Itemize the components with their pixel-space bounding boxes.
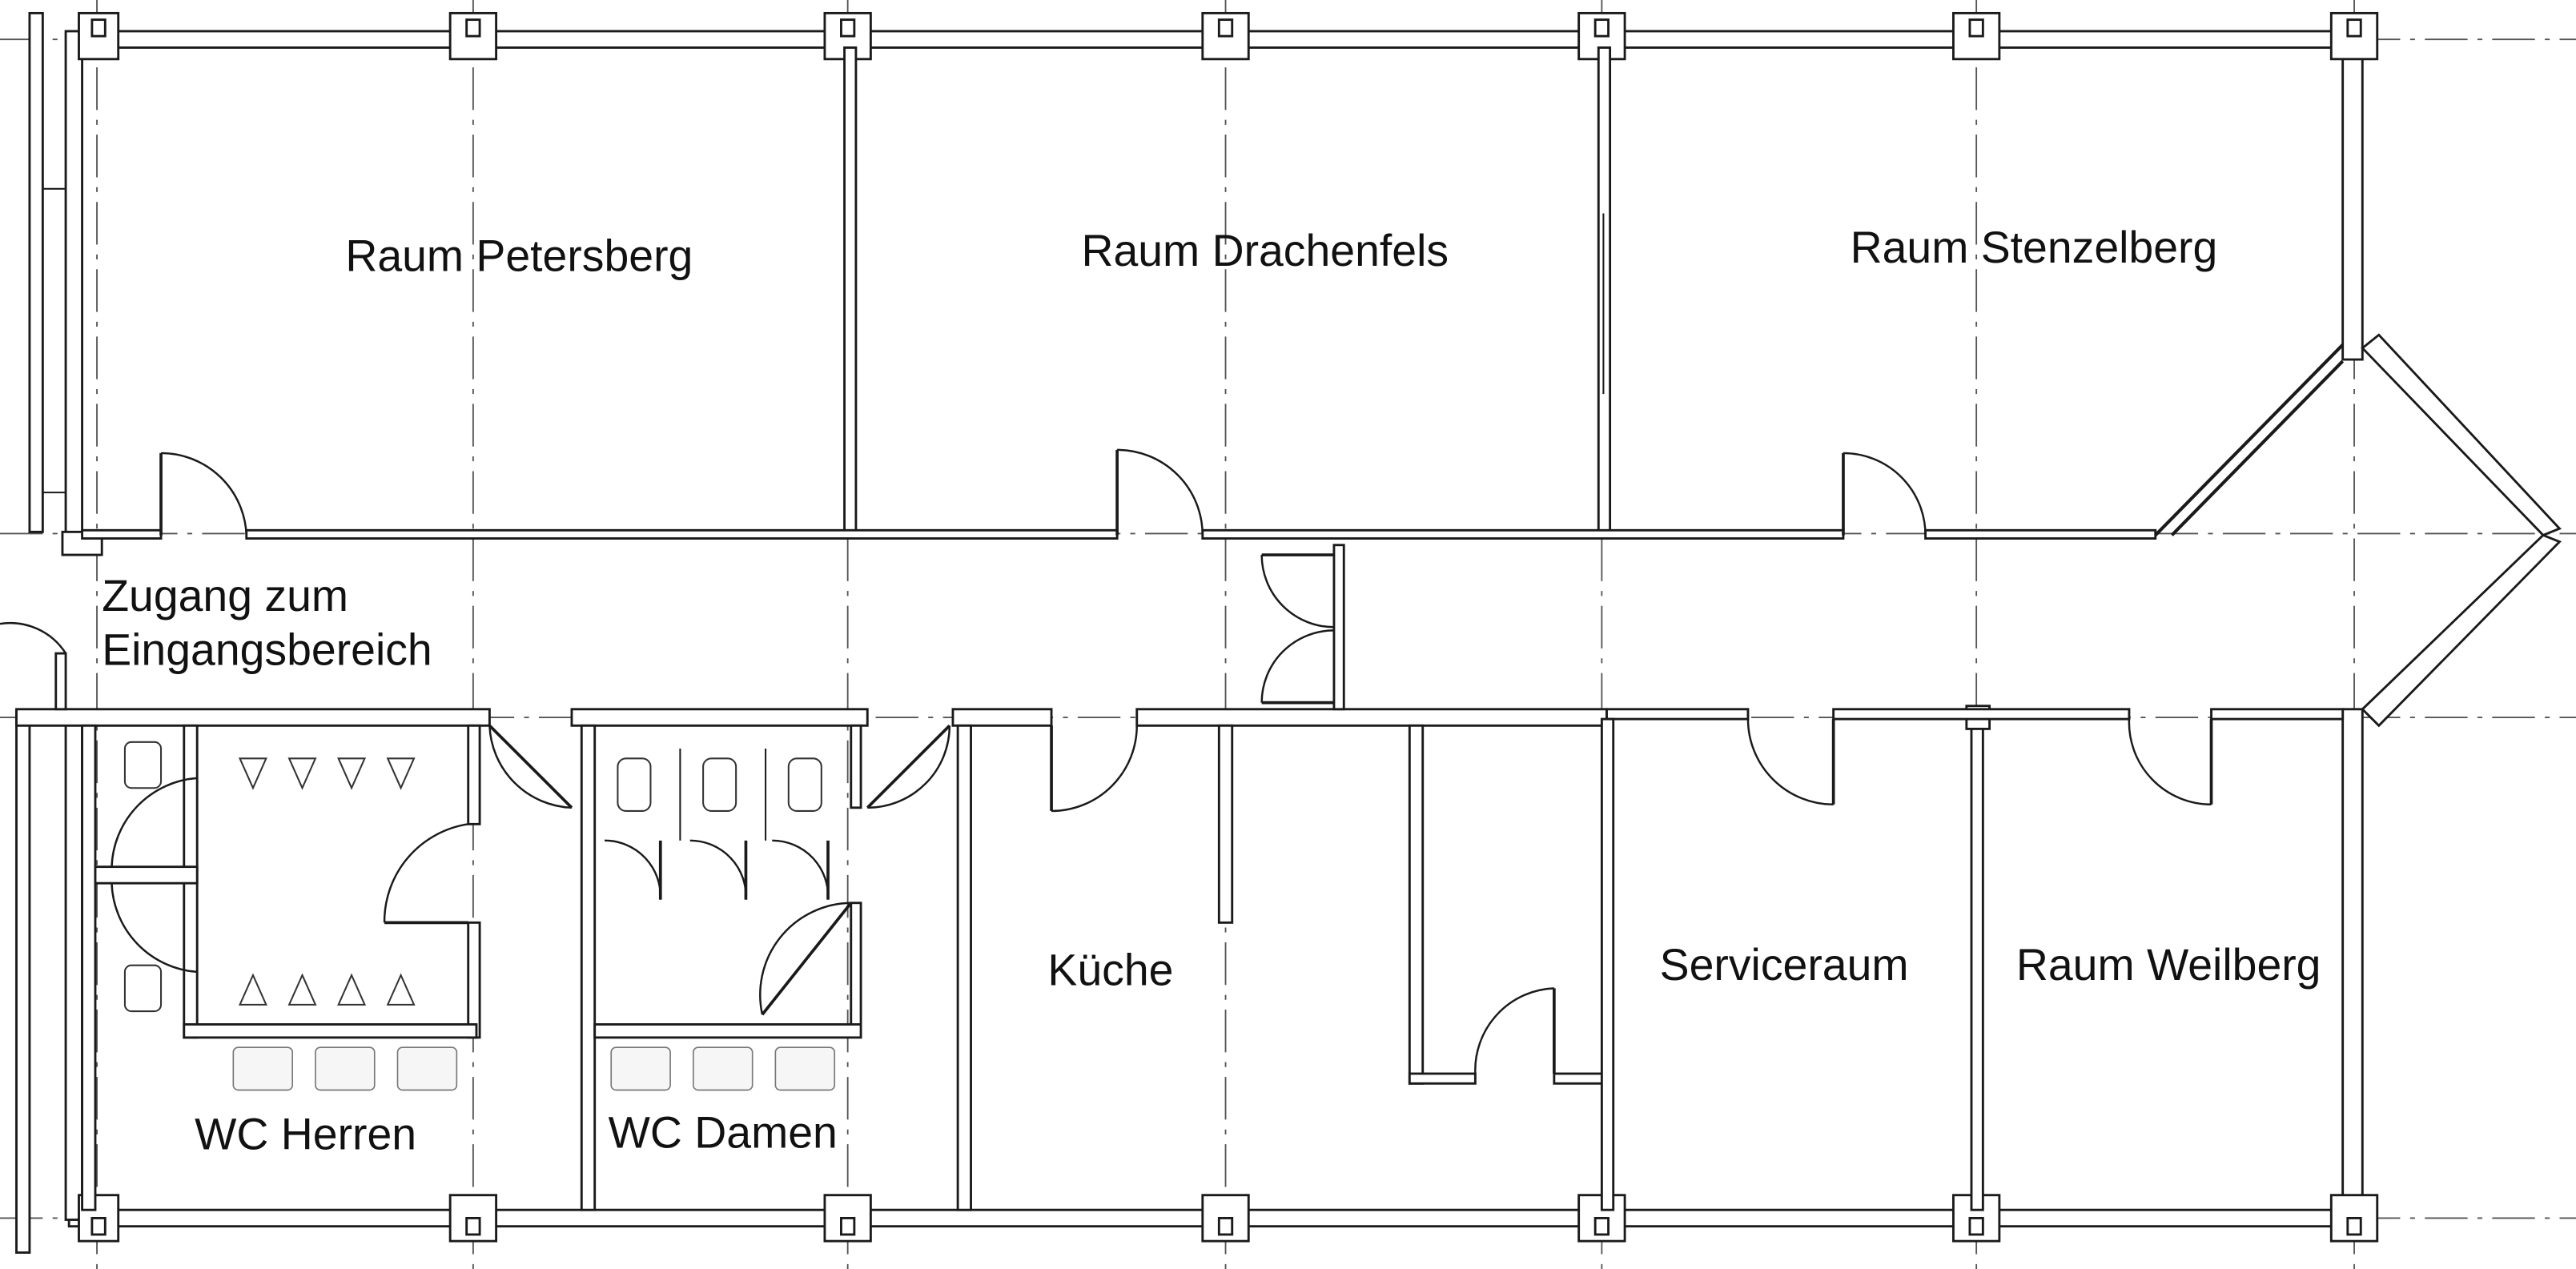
- doors: [0, 448, 2213, 1074]
- label-raum-drachenfels: Raum Drachenfels: [1081, 226, 1449, 275]
- label-zugang-line1: Zugang zum: [102, 571, 348, 620]
- label-zugang-line2: Eingangsbereich: [102, 624, 432, 674]
- label-wc-damen: WC Damen: [609, 1107, 838, 1157]
- label-raum-stenzelberg: Raum Stenzelberg: [1851, 223, 2218, 272]
- interior-walls-lower: [15, 544, 2345, 1211]
- sanitary-fixtures: [123, 741, 836, 1091]
- columns: [61, 11, 2379, 1243]
- label-raum-weilberg: Raum Weilberg: [2016, 940, 2321, 990]
- label-raum-petersberg: Raum Petersberg: [345, 231, 693, 280]
- room-labels: Raum Petersberg Raum Drachenfels Raum St…: [102, 223, 2321, 1159]
- label-serviceraum: Serviceraum: [1660, 940, 1909, 990]
- label-kueche: Küche: [1047, 945, 1173, 994]
- label-wc-herren: WC Herren: [195, 1109, 416, 1159]
